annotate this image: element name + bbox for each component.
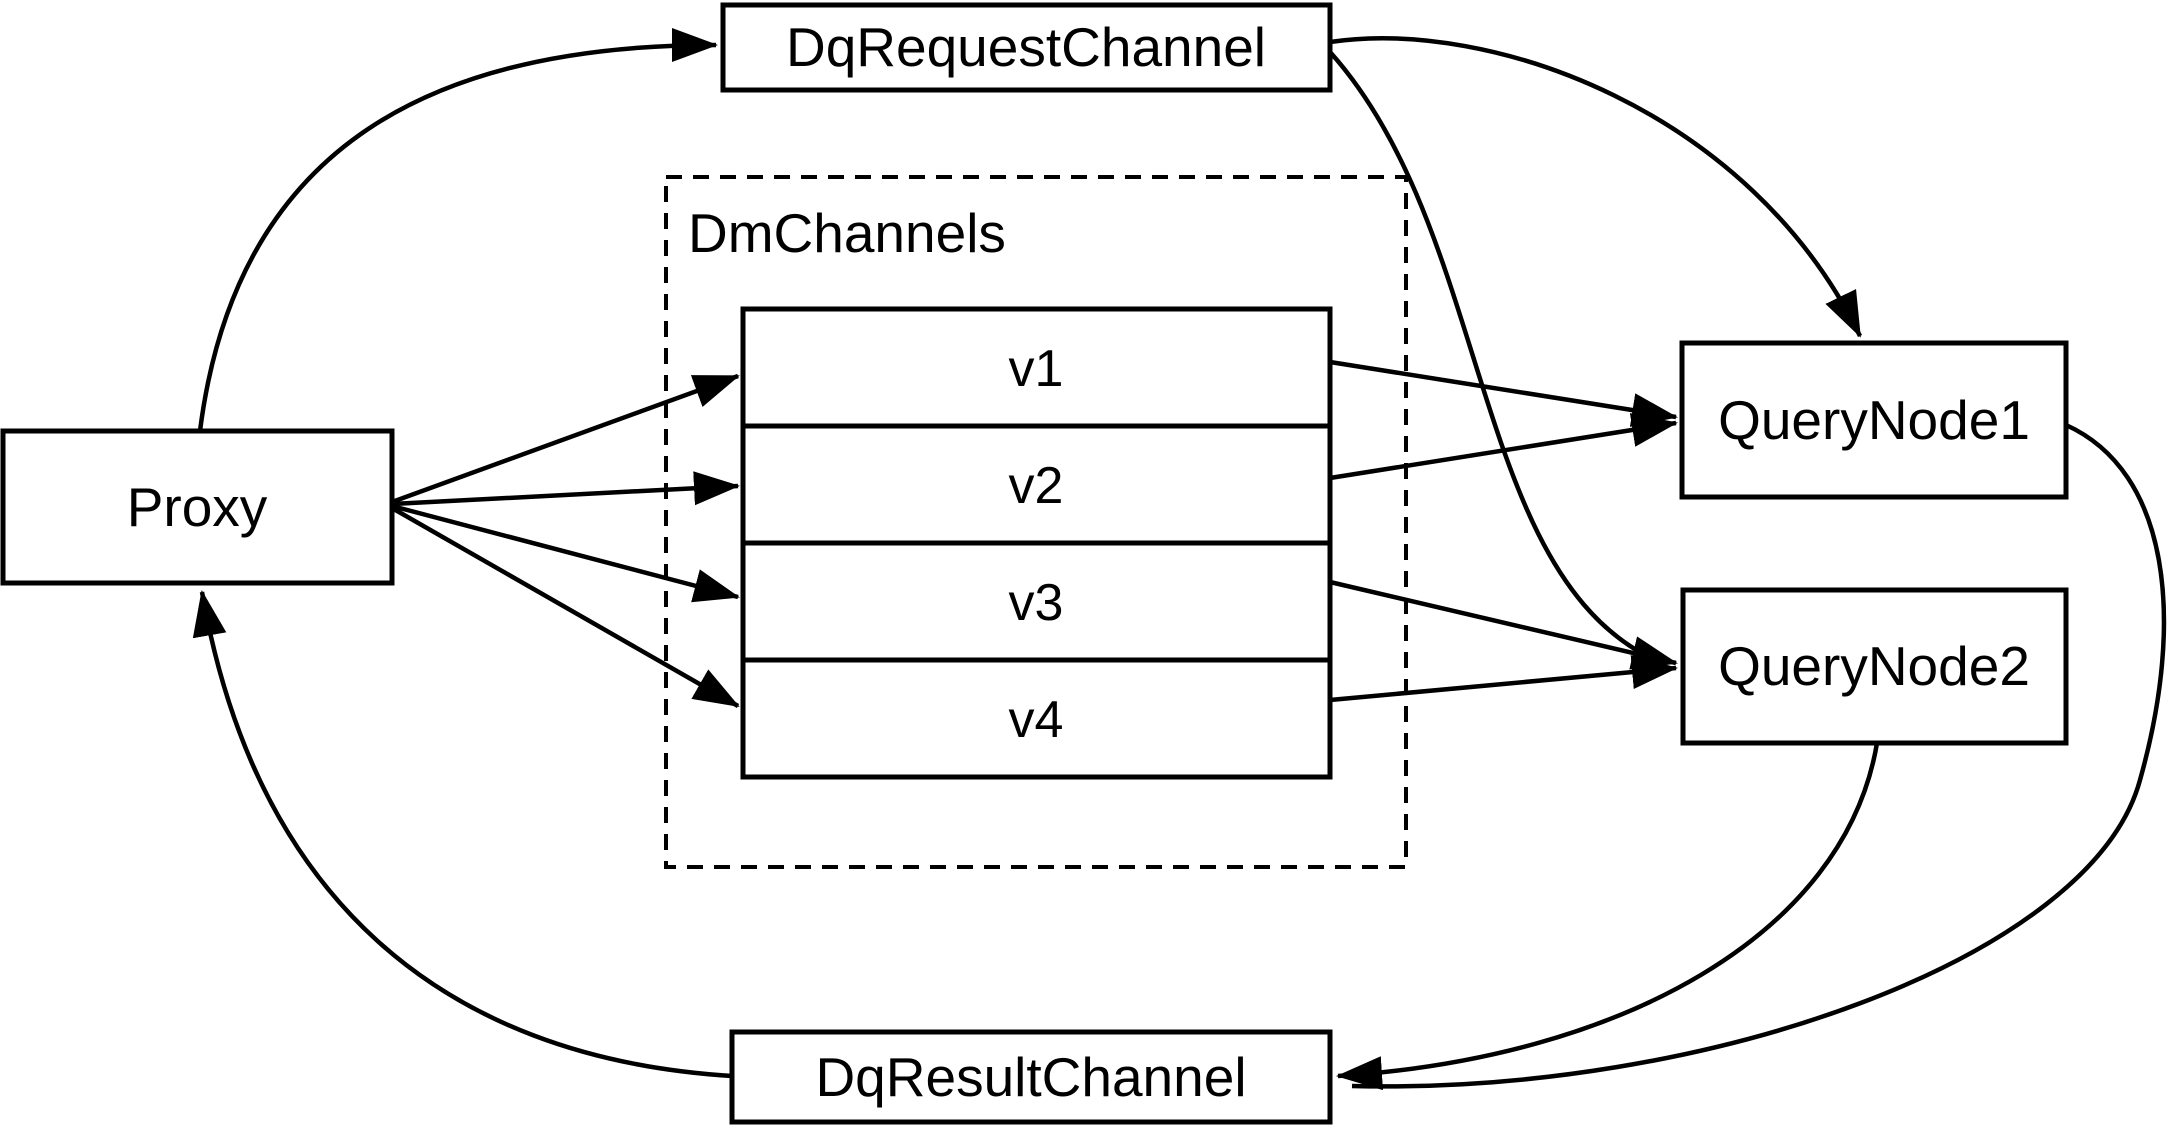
edge-v1-to-querynode1 [1329, 359, 1678, 427]
channel-v1-label: v1 [1009, 340, 1064, 398]
edge-dqresultchannel-to-proxy [192, 590, 733, 1079]
node-dqresultchannel [729, 1029, 1333, 1125]
edge-querynode1-to-dqresultchannel [1351, 422, 2167, 1089]
edge-proxy-to-v2 [391, 471, 740, 507]
edge-proxy-to-dqrequestchannel [197, 28, 718, 432]
edge-proxy-to-v4 [390, 506, 740, 708]
edge-dqrequestchannel-to-querynode2 [1328, 50, 1647, 657]
channel-v4-label: v4 [1009, 691, 1064, 749]
edge-proxy-to-v1 [391, 373, 740, 505]
node-querynode2-label: QueryNode2 [1718, 635, 2030, 697]
node-proxy [0, 428, 395, 586]
node-dqrequestchannel [720, 2, 1333, 93]
node-querynode1-label: QueryNode1 [1718, 389, 2030, 451]
node-querynode1 [1679, 340, 2069, 500]
group-dmchannels-label: DmChannels [688, 202, 1006, 264]
node-proxy-label: Proxy [127, 476, 268, 538]
edge-querynode2-to-dqresultchannel [1336, 742, 1880, 1091]
channel-v2-label: v2 [1009, 457, 1064, 515]
edge-dqrequestchannel-to-querynode1 [1329, 36, 1863, 338]
group-dmchannels-border [664, 175, 1408, 869]
edge-v4-to-querynode2 [1329, 655, 1678, 703]
edge-v3-to-querynode2 [1329, 579, 1678, 670]
node-dqrequestchannel-label: DqRequestChannel [786, 16, 1266, 78]
node-querynode2 [1680, 587, 2069, 746]
channel-v3-label: v3 [1009, 574, 1064, 632]
node-dqresultchannel-label: DqResultChannel [815, 1046, 1246, 1108]
edge-proxy-to-v3 [391, 503, 740, 603]
